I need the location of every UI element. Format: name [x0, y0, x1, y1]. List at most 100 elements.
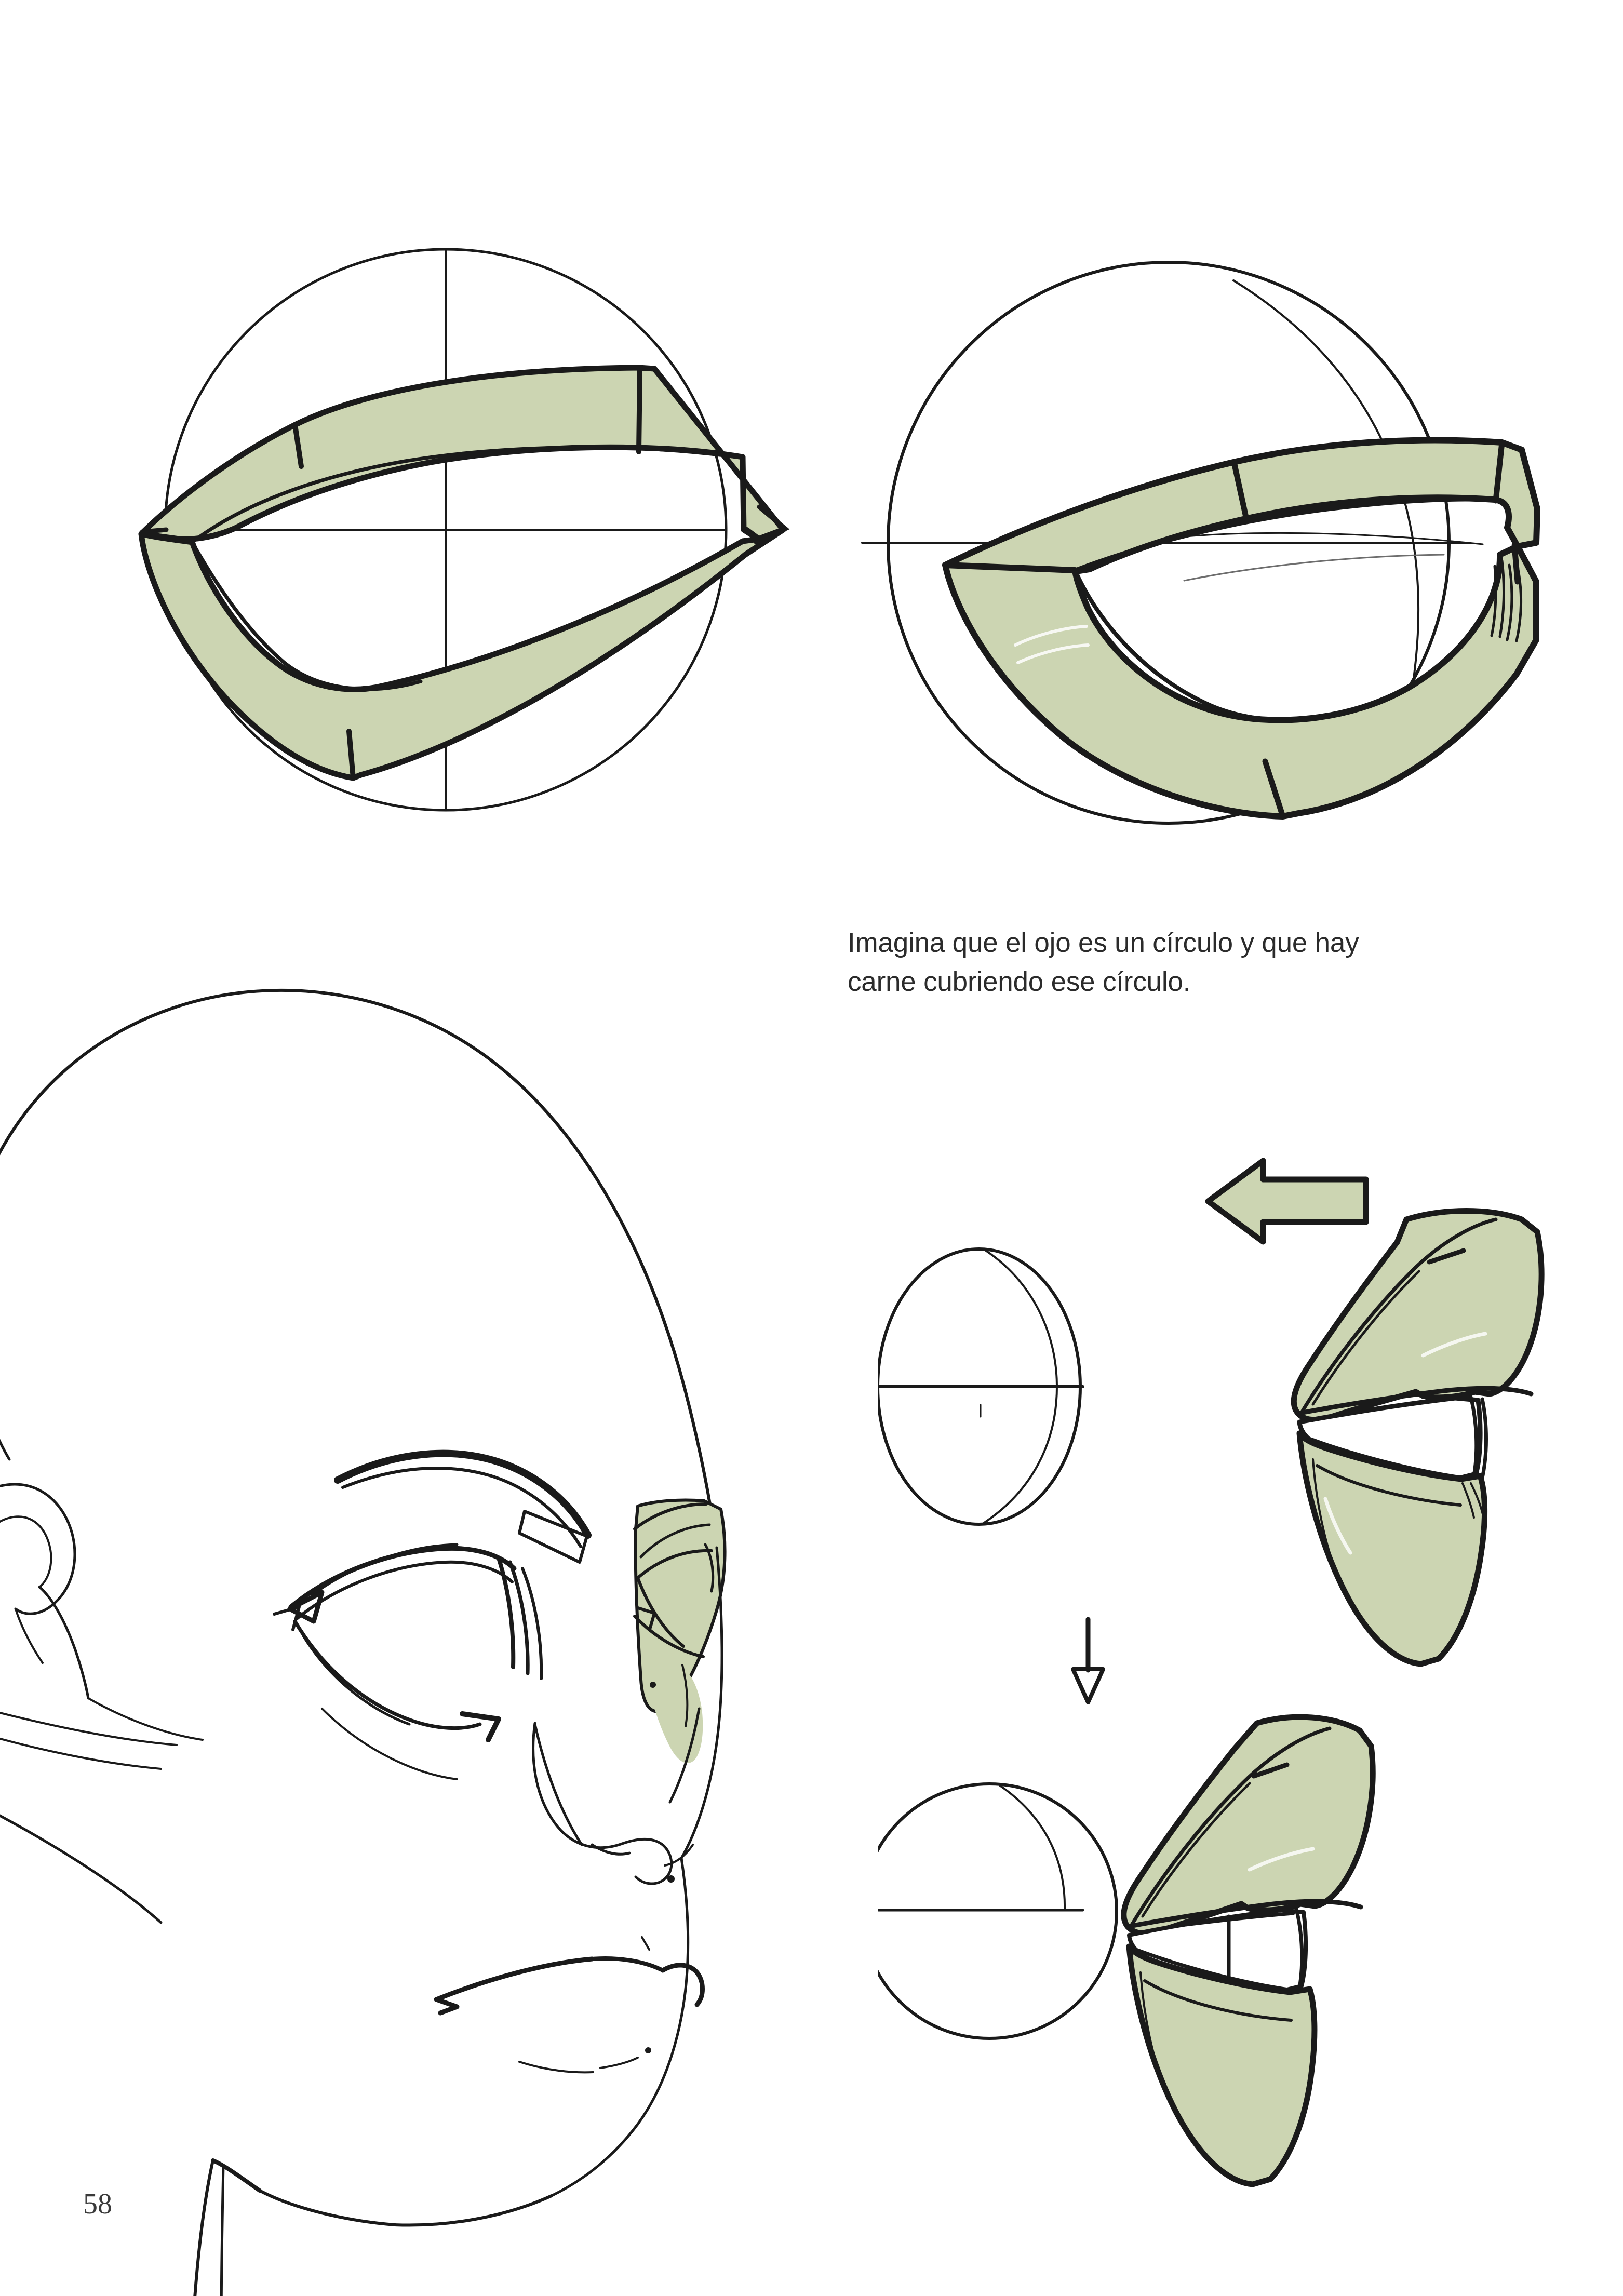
equator-curve	[1173, 532, 1484, 545]
figure-sphere-side-top	[878, 1132, 1252, 1626]
ear-lobe	[15, 1608, 44, 1664]
jaw-line-upper	[0, 1712, 178, 1746]
upper-lid-fold	[1299, 1217, 1498, 1415]
ear-inner-1	[0, 1515, 52, 1588]
arrow-left-icon	[1205, 1158, 1369, 1245]
figure-head-profile	[0, 961, 758, 2296]
flesh-highlight-1	[1014, 625, 1088, 647]
upper-lid-fold-2	[1311, 1270, 1420, 1406]
band-segment-tick-3	[1262, 758, 1286, 820]
near-eye-outer-corner	[460, 1711, 501, 1742]
upper-inner-edge	[1073, 497, 1500, 572]
lower-lid-crease	[1316, 1464, 1462, 1507]
corner-hatch-4	[1490, 565, 1497, 637]
lower-inner-edge	[1073, 568, 1414, 722]
near-eye-lash-2	[508, 1560, 530, 1675]
neck-front-line	[258, 2189, 396, 2226]
neck-trapezius	[211, 2158, 262, 2193]
figure-eye-sphere-front	[130, 218, 815, 867]
ear-tragus	[38, 1586, 90, 1700]
nostril-wing	[621, 1838, 673, 1885]
nose-under	[664, 1844, 694, 1867]
caption-line-2: carne cubriendo ese círculo.	[848, 966, 1191, 998]
figure-eye-sphere-three-quarter	[852, 218, 1589, 867]
near-eye-upper-lid	[288, 1546, 517, 1609]
far-eye-opening-lower	[636, 1576, 685, 1648]
neck-side-line	[193, 2159, 214, 2296]
neck-side-line-2	[220, 2164, 225, 2296]
caption-line-1: Imagina que el ojo es un círculo y que h…	[848, 928, 1359, 958]
skull-back-lower	[0, 1439, 11, 1461]
lower-lip-dot	[645, 2047, 651, 2053]
lower-lid-crease-2	[1312, 1458, 1339, 1578]
caption-block: Imagina que el ojo es un círculo y que h…	[848, 923, 1460, 1002]
far-eye-lid-inner	[639, 1523, 711, 1559]
upper-lid-fold-2	[1141, 1782, 1251, 1918]
lower-lid-inner-edge-2	[382, 539, 745, 688]
upper-lip-peak	[660, 1963, 705, 2007]
nostril-dot	[667, 1875, 675, 1883]
highlight-1	[1323, 1497, 1352, 1555]
jaw-front-to-neck	[393, 2194, 553, 2227]
chin-contour	[550, 1857, 690, 2197]
page-number: 58	[83, 2188, 112, 2220]
near-eye-upper-lid-2	[294, 1560, 514, 1621]
near-eye-lash-1	[497, 1556, 516, 1669]
upper-lip-line	[434, 1956, 595, 2002]
opening-vertical-edge	[1469, 1395, 1479, 1478]
upper-lid-fold	[1129, 1726, 1332, 1928]
near-eye-lid-crease	[310, 1543, 459, 1597]
lid-rim-line	[1124, 1899, 1363, 1929]
near-eye-lash-3	[521, 1567, 543, 1680]
band-segment-tick-2	[636, 366, 642, 454]
philtrum-mark	[641, 1936, 650, 1951]
nose-bridge	[668, 1707, 701, 1804]
figure-eyelid-side-top	[1267, 1189, 1600, 1677]
opening-top-edge	[1166, 1911, 1295, 1929]
neck-back-line	[0, 1814, 163, 1924]
cranium-outline	[0, 988, 718, 1549]
band-segment-tick-1	[292, 422, 304, 469]
arrow-down-head	[1071, 1667, 1105, 1704]
far-eye-tear-duct	[636, 1606, 656, 1629]
corner-hatch-1	[1470, 1482, 1484, 1518]
lower-lip-shade-1	[518, 2061, 594, 2074]
sphere-outline	[878, 1782, 1118, 2040]
upper-lid-mass	[1291, 1208, 1545, 1423]
near-eye-under-crease	[321, 1708, 458, 1780]
corner-hatch-2	[1506, 563, 1513, 641]
nose-bridge-side	[533, 1723, 583, 1846]
lid-rim-line	[1295, 1386, 1534, 1416]
jaw-angle	[87, 1697, 204, 1741]
sphere-sketch-arc	[999, 1784, 1066, 1911]
band-segment-tick-4	[744, 527, 762, 542]
lid-mark	[1251, 1762, 1290, 1779]
opening-vertical-edge-2	[1480, 1397, 1488, 1480]
lower-lip-shade-2	[599, 2057, 639, 2069]
nostril-shadow	[591, 1843, 631, 1856]
far-eye-flesh-lower	[645, 1670, 703, 1763]
near-eye-lower-lid	[293, 1619, 482, 1730]
lid-mark	[1427, 1248, 1466, 1265]
eyebrow-tail-block	[518, 1510, 588, 1564]
lower-lid-flesh	[138, 527, 786, 781]
lip-corner-left	[434, 1997, 460, 2016]
face-front-contour	[680, 1546, 723, 1860]
lip-line-center	[590, 1956, 665, 1972]
figure-eyelid-side-bottom	[1101, 1698, 1444, 2218]
far-eye-lash-hint	[681, 1664, 689, 1727]
outer-corner-accent	[754, 504, 790, 545]
opening-inner-shade	[1183, 554, 1445, 582]
corner-hatch-1	[1498, 559, 1505, 638]
highlight-2	[1421, 1332, 1487, 1358]
lower-lid-crease	[1143, 1979, 1293, 2022]
far-eye-lower-lid	[633, 1615, 705, 1658]
far-eye-corner-accent	[704, 1543, 715, 1593]
near-eye-lower-lid-2	[302, 1634, 411, 1726]
corner-hatch-3	[1515, 566, 1523, 642]
eyebrow-bottom	[341, 1466, 582, 1548]
lower-lid-crease-2	[1139, 1971, 1166, 2092]
far-eye-upper-lid	[633, 1502, 708, 1530]
band-segment-tick-3	[346, 729, 356, 781]
ear-outer	[0, 1483, 76, 1615]
